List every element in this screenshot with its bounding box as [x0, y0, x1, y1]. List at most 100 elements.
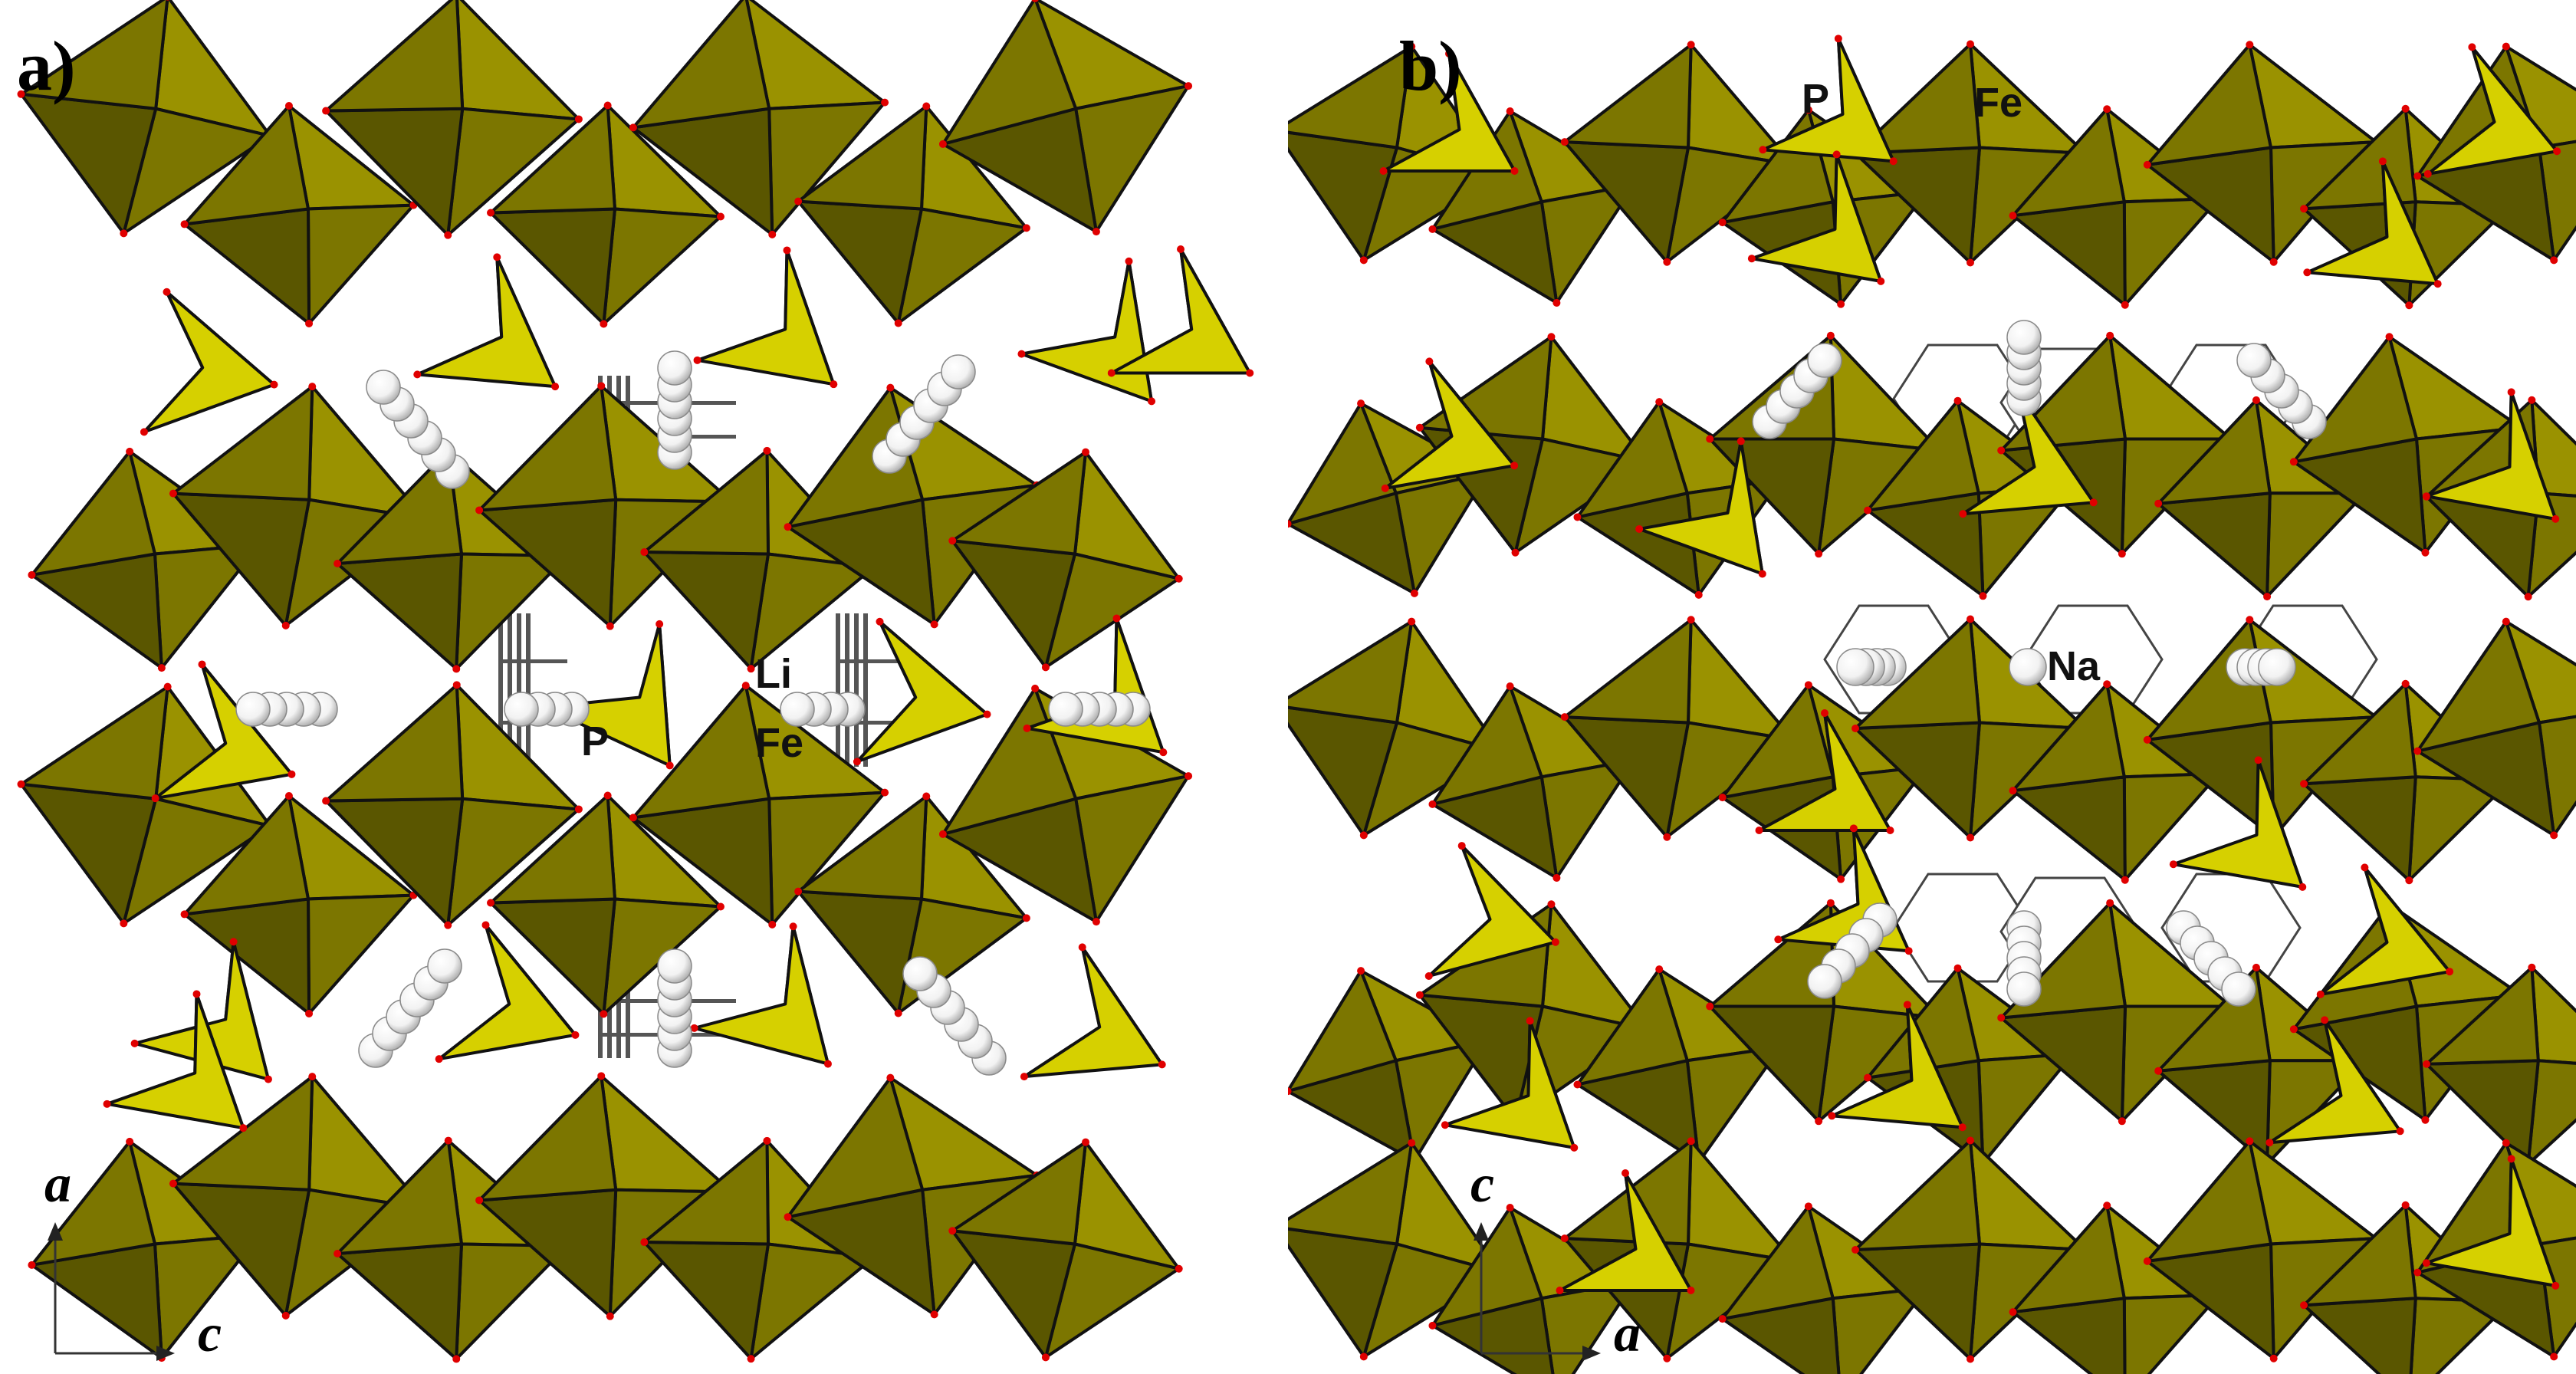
fe-octahedron-face: [1288, 44, 1414, 150]
atom-label-fe: Fe: [1974, 80, 2023, 126]
axis-label-horizontal-a: c: [198, 1304, 222, 1363]
oxygen-atom: [2401, 1201, 2410, 1209]
oxygen-atom: [2106, 331, 2114, 340]
oxygen-atom: [305, 319, 314, 327]
oxygen-atom: [2246, 1137, 2254, 1146]
oxygen-atom: [2143, 160, 2151, 169]
oxygen-atom: [487, 209, 495, 217]
oxygen-atom: [948, 537, 957, 545]
oxygen-atom: [2421, 548, 2430, 557]
fe-octahedron-face: [600, 1074, 734, 1194]
oxygen-atom: [1428, 1321, 1437, 1330]
p-tetrahedron-face: [2171, 758, 2305, 889]
li-ion: [235, 692, 271, 727]
oxygen-atom: [2550, 1353, 2558, 1361]
oxygen-atom: [487, 899, 495, 907]
oxygen-atom: [2269, 1354, 2278, 1362]
oxygen-atom: [2009, 1308, 2017, 1316]
fe-octahedron-face: [602, 207, 722, 326]
oxygen-atom: [2154, 1067, 2163, 1075]
oxygen-atom: [1967, 40, 1974, 48]
oxygen-atom: [475, 1196, 484, 1205]
oxygen-atom: [1551, 938, 1559, 946]
oxygen-atom: [2550, 831, 2558, 840]
channel-rod: [517, 613, 521, 767]
oxygen-atom: [2246, 41, 2254, 49]
structure-a-diagram: [17, 0, 1254, 1363]
fe-octahedron-face: [631, 684, 771, 820]
oxygen-atom: [1967, 615, 1974, 623]
fe-octahedron-face: [797, 794, 928, 901]
fe-octahedron-face: [642, 449, 770, 556]
channel-rod: [836, 659, 905, 663]
fe-octahedron-face: [19, 685, 169, 800]
oxygen-atom: [120, 919, 128, 928]
fe-octahedron-face: [2011, 107, 2126, 218]
oxygen-atom: [823, 1060, 832, 1068]
oxygen-atom: [2422, 1259, 2430, 1267]
oxygen-atom: [2106, 899, 2114, 907]
oxygen-atom: [2254, 756, 2262, 764]
oxygen-atom: [1886, 827, 1894, 834]
fe-octahedron-face: [2145, 1139, 2272, 1263]
oxygen-atom: [1175, 574, 1183, 583]
fe-octahedron-face: [642, 1241, 770, 1361]
oxygen-atom: [2396, 1127, 2404, 1136]
oxygen-atom: [2118, 1117, 2126, 1126]
li-ion: [504, 692, 539, 727]
channel-rod: [508, 613, 512, 767]
oxygen-atom: [2143, 1257, 2151, 1265]
oxygen-atom: [600, 1010, 608, 1018]
oxygen-atom: [1747, 255, 1756, 263]
oxygen-atom: [1415, 423, 1424, 432]
oxygen-atom: [1815, 1117, 1823, 1126]
fe-octahedron-face: [1288, 1141, 1414, 1246]
oxygen-atom: [603, 101, 612, 110]
oxygen-atom: [270, 380, 278, 389]
fe-octahedron-face: [336, 449, 463, 565]
oxygen-atom: [1175, 1264, 1183, 1273]
oxygen-atom: [665, 761, 674, 770]
oxygen-atom: [716, 902, 724, 911]
p-tetrahedron-face: [437, 923, 577, 1061]
oxygen-atom: [2143, 735, 2151, 744]
fe-octahedron-face: [489, 794, 616, 905]
oxygen-atom: [600, 320, 608, 328]
oxygen-atom: [1864, 1073, 1872, 1082]
oxygen-atom: [2401, 104, 2410, 113]
oxygen-atom: [151, 794, 159, 803]
oxygen-atom: [1967, 258, 1974, 267]
fe-octahedron-face: [336, 552, 463, 671]
p-tetrahedron-face: [1020, 259, 1154, 403]
oxygen-atom: [2103, 1201, 2111, 1210]
atom-label-p: P: [1802, 76, 1830, 122]
channel-rod: [498, 613, 503, 767]
oxygen-atom: [334, 559, 342, 567]
oxygen-atom: [1967, 1355, 1974, 1363]
fe-octahedron-face: [324, 683, 465, 803]
oxygen-atom: [2089, 498, 2098, 507]
oxygen-atom: [2433, 280, 2442, 288]
oxygen-atom: [597, 382, 606, 390]
na-ion: [2006, 971, 2042, 1007]
oxygen-atom: [2303, 268, 2312, 277]
fe-octahedron-face: [2011, 775, 2127, 882]
fe-octahedron-face: [1976, 1052, 2075, 1165]
oxygen-atom: [444, 231, 452, 239]
fe-octahedron-face: [478, 1074, 618, 1202]
li-ion: [1048, 692, 1083, 727]
fe-octahedron-face: [2145, 43, 2272, 166]
oxygen-atom: [1967, 833, 1974, 842]
p-tetrahedron-face: [2424, 390, 2558, 521]
oxygen-atom: [1560, 1234, 1569, 1243]
fe-octahedron-face: [2266, 491, 2367, 599]
oxygen-atom: [1082, 1138, 1090, 1146]
fe-octahedron-face: [30, 1139, 156, 1267]
p-tetrahedron-face: [142, 290, 276, 434]
channel-rod: [836, 721, 905, 725]
oxygen-atom: [2252, 963, 2260, 971]
oxygen-atom: [1031, 0, 1039, 2]
oxygen-atom: [876, 617, 884, 626]
oxygen-atom: [1112, 614, 1121, 623]
p-tetrahedron-face: [1761, 37, 1895, 163]
